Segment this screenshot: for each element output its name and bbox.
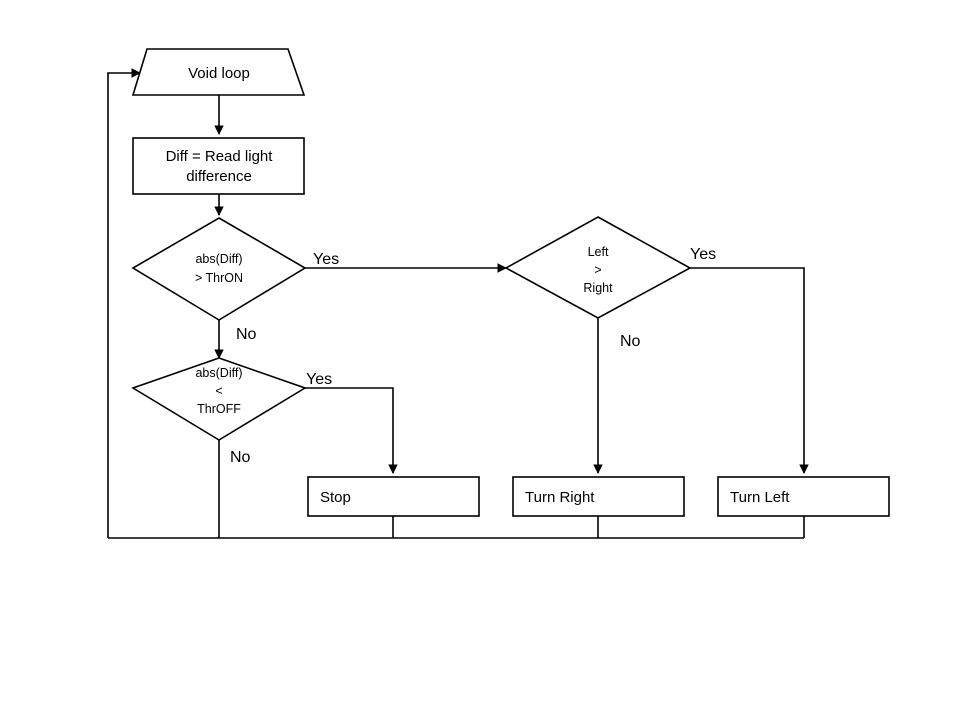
node-decision-throff-label-line1: abs(Diff) [195, 366, 242, 380]
node-decision-throff[interactable] [131, 357, 307, 441]
node-decision-left-greater-right-label-line1: Left [588, 245, 609, 259]
node-read-light-difference-label-line2: difference [186, 168, 252, 185]
edge-return-to-start [107, 68, 141, 538]
node-stop[interactable] [307, 476, 480, 517]
node-decision-thron-label-line2: > ThrON [195, 271, 243, 285]
node-turn-right-label: Turn Right [525, 489, 595, 506]
node-turn-right[interactable] [512, 476, 685, 517]
node-read-light-difference[interactable] [132, 137, 305, 195]
node-decision-left-greater-right[interactable] [504, 216, 692, 319]
edge-leftright-yes-to-turn-left [690, 267, 809, 474]
node-decision-left-greater-right-label-line3: Right [583, 281, 613, 295]
edge-label-thron-yes: Yes [313, 251, 339, 268]
node-void-loop[interactable] [131, 48, 306, 96]
node-decision-thron-label-line1: abs(Diff) [195, 252, 242, 266]
node-decision-throff-label-line2: < [215, 384, 222, 398]
node-decision-throff-label-line3: ThrOFF [197, 402, 241, 416]
node-read-light-difference-label-line1: Diff = Read light [166, 148, 274, 165]
node-void-loop-label: Void loop [188, 65, 250, 82]
edge-label-throff-yes: Yes [306, 371, 332, 388]
edge-throff-yes-to-stop [305, 387, 398, 474]
node-decision-thron[interactable] [131, 217, 307, 321]
node-turn-left-label: Turn Left [730, 489, 790, 506]
node-turn-left[interactable] [717, 476, 890, 517]
edge-label-throff-no: No [230, 449, 251, 466]
edge-label-leftright-no: No [620, 333, 641, 350]
edge-label-leftright-yes: Yes [690, 246, 716, 263]
edge-label-thron-no: No [236, 326, 257, 343]
node-stop-label: Stop [320, 489, 351, 506]
node-decision-left-greater-right-label-line2: > [594, 263, 601, 277]
